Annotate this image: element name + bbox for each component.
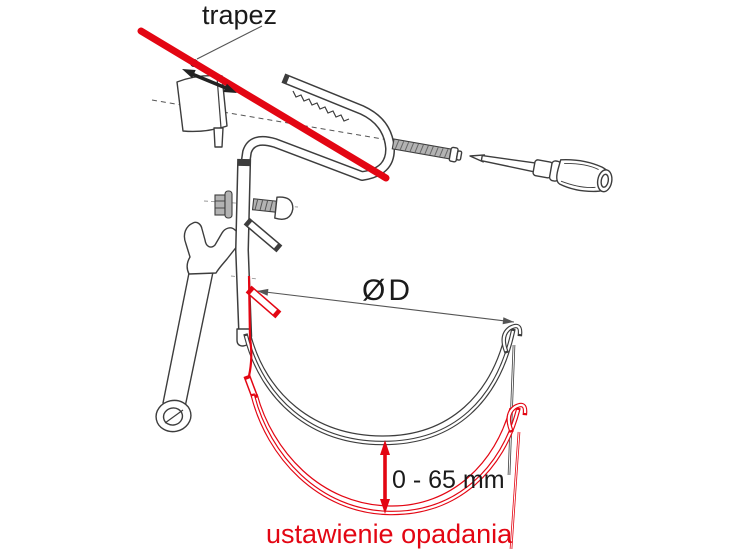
carriage-bolt (251, 196, 294, 220)
slide-direction-arrow (182, 69, 237, 93)
screwdriver-blade (480, 154, 538, 173)
drop-range-arrow (380, 440, 390, 514)
range-arrow-head-bottom (380, 499, 390, 514)
clamp-teeth (292, 90, 350, 122)
dimension-line (256, 290, 515, 323)
adjustment-tab (243, 217, 283, 253)
handle-end-dimple (600, 173, 610, 188)
gutter-arc-outline (243, 328, 516, 446)
wedge-body (176, 74, 228, 133)
bolt-threads (254, 199, 274, 212)
arrow-head-left (182, 69, 196, 79)
strap-core (236, 165, 251, 331)
trapez-leader-line (196, 25, 263, 60)
gutter-inner-edge (250, 330, 507, 437)
handle-contour-bottom (560, 180, 596, 188)
nut-flange (224, 190, 233, 219)
label-trapez: trapez (202, 0, 277, 30)
serrated-clamp-hook (239, 73, 395, 181)
tab-axis-mark (230, 275, 259, 280)
screw-head (455, 150, 463, 161)
wrench-shank (162, 271, 214, 413)
wedge-tab (213, 127, 224, 148)
label-diameter: ØD (362, 274, 413, 307)
self-tapping-screw (391, 138, 463, 163)
red-rear-edge-core (510, 431, 520, 549)
flange-nut (214, 190, 233, 219)
adjustment-tab-lowered (245, 285, 282, 319)
handle-contour-top (564, 163, 599, 170)
wrench-jaw (183, 221, 241, 275)
red-arc-core (251, 395, 520, 515)
gutter-bead-curl-core (502, 324, 522, 352)
open-end-wrench (155, 221, 241, 433)
arrow-head-right (223, 83, 237, 93)
range-arrow-head-top (380, 440, 390, 455)
gutter-profile-lowered-position (243, 275, 528, 549)
arrow-shaft (191, 72, 227, 90)
label-range: 0 - 65 mm (392, 466, 505, 494)
nut-body (214, 194, 226, 216)
red-bead-curl-core (507, 403, 527, 431)
wrench-ring-slash (164, 409, 184, 424)
screwdriver (469, 154, 613, 193)
screw-threads (394, 140, 449, 158)
red-start-hook-core (246, 378, 256, 396)
gutter-arc-core (244, 330, 515, 445)
tab-core (248, 221, 278, 249)
dimension-arrow-left (257, 288, 269, 296)
diameter-dimension (256, 288, 515, 325)
trapez-sheet-edge-line (137, 27, 390, 182)
red-arc-inner-edge (256, 393, 511, 507)
red-tab-core (250, 289, 277, 315)
clamp-core (241, 76, 394, 180)
red-strap-edge (247, 275, 253, 377)
bolt-head (274, 196, 294, 220)
dimension-arrow-right (502, 317, 514, 325)
label-slope-caption: ustawienie opadania (266, 519, 513, 549)
